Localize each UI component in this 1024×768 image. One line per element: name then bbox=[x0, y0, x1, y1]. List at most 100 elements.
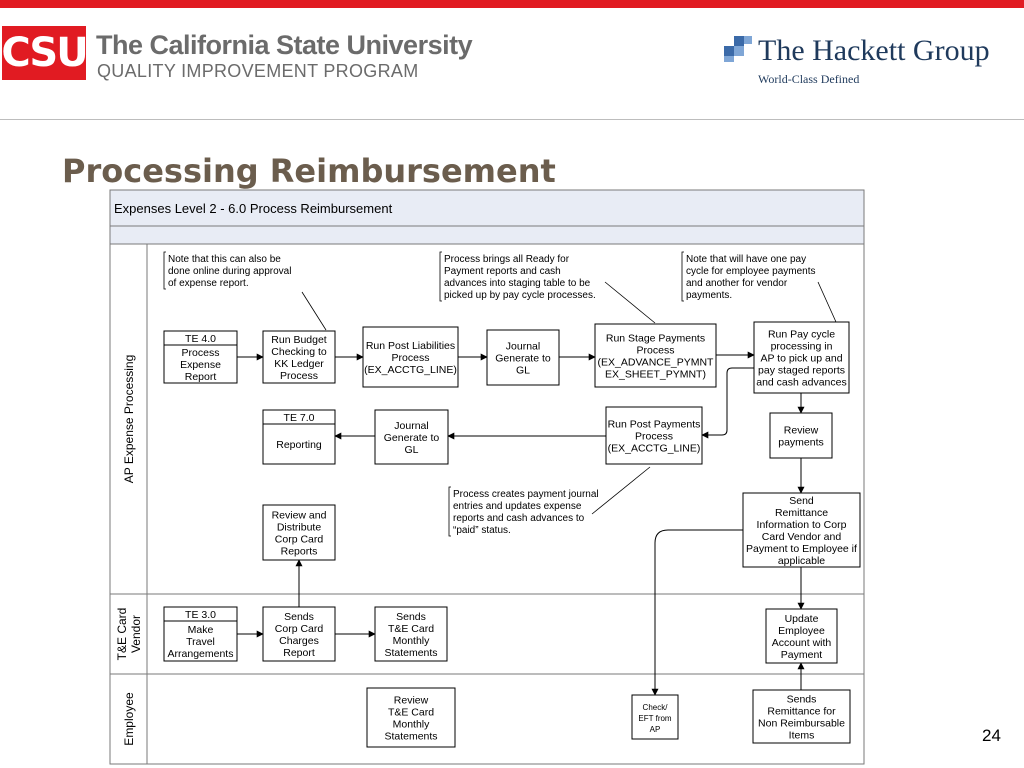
box-text: Non Reimbursable bbox=[758, 718, 845, 730]
box-code: TE 3.0 bbox=[185, 609, 216, 621]
box-text: Payment bbox=[781, 649, 823, 661]
box-text: Information to Corp bbox=[757, 519, 847, 531]
box-text: (EX_ADVANCE_PYMNT bbox=[598, 357, 715, 369]
box-text: KK Ledger bbox=[274, 358, 324, 370]
box-text: Distribute bbox=[277, 522, 322, 534]
box-text: Run Post Liabilities bbox=[366, 340, 455, 352]
box-text: Process bbox=[635, 431, 673, 443]
box-text: Card Vendor and bbox=[762, 531, 842, 543]
page-number: 24 bbox=[982, 726, 1001, 745]
box-text: Arrangements bbox=[168, 648, 234, 660]
box-text: Check/ bbox=[643, 703, 669, 712]
note-text: of expense report. bbox=[168, 278, 249, 289]
box-text: Items bbox=[789, 730, 815, 742]
note-text: and another for vendor bbox=[686, 278, 788, 289]
box-text: Update bbox=[785, 613, 819, 625]
note-text: “paid” status. bbox=[453, 525, 511, 536]
connectors bbox=[237, 351, 805, 696]
box-text: Send bbox=[789, 495, 814, 507]
arrow-remit-to-check bbox=[651, 529, 743, 696]
box-text: Process bbox=[182, 347, 220, 359]
box-text: Run Post Payments bbox=[608, 419, 701, 431]
box-text: Account with bbox=[772, 637, 832, 649]
note-text: Note that will have one pay bbox=[686, 254, 806, 265]
box-text: EFT from bbox=[638, 714, 672, 723]
box-text: Make bbox=[188, 624, 214, 636]
box-text: processing in bbox=[771, 341, 833, 353]
box-text: Review bbox=[394, 695, 429, 707]
box-text: Monthly bbox=[393, 635, 431, 647]
arrow-paycycle-to-postpay bbox=[701, 367, 754, 439]
box-text: Statements bbox=[384, 647, 437, 659]
process-box-postliab: Run Post LiabilitiesProcess(EX_ACCTG_LIN… bbox=[362, 326, 459, 388]
box-text: Corp Card bbox=[275, 623, 324, 635]
diagram-subheader bbox=[109, 225, 865, 245]
box-text: Process bbox=[392, 352, 430, 364]
box-text: payments bbox=[778, 437, 824, 449]
box-text: (EX_ACCTG_LINE) bbox=[608, 443, 701, 455]
note-leader bbox=[604, 281, 656, 324]
box-text: Sends bbox=[396, 611, 426, 623]
diagram-frame: Expenses Level 2 - 6.0 Process Reimburse… bbox=[109, 189, 865, 765]
note-text: entries and updates expense bbox=[453, 501, 582, 512]
note-text: Note that this can also be bbox=[168, 254, 281, 265]
note-leader bbox=[817, 281, 837, 323]
lane-label-tne: T&E Card bbox=[115, 608, 129, 661]
lane-label-ap: AP Expense Processing bbox=[122, 355, 136, 484]
box-text: pay staged reports bbox=[758, 365, 845, 377]
slide-title: Processing Reimbursement bbox=[62, 152, 556, 190]
box-text: Corp Card bbox=[275, 534, 324, 546]
box-text: applicable bbox=[778, 555, 825, 567]
box-text: Generate to bbox=[495, 353, 551, 365]
box-text: T&E Card bbox=[388, 623, 434, 635]
lane-label-tne: Vendor bbox=[129, 615, 143, 653]
box-text: GL bbox=[516, 365, 530, 377]
box-text: Travel bbox=[186, 636, 215, 648]
box-text: AP to pick up and bbox=[760, 353, 842, 365]
box-text: Review and bbox=[272, 510, 327, 522]
box-text: Journal bbox=[506, 341, 540, 353]
box-text: Process bbox=[637, 345, 675, 357]
box-text: (EX_ACCTG_LINE) bbox=[364, 364, 457, 376]
hackett-name: The Hackett Group bbox=[758, 34, 990, 67]
box-text: Report bbox=[185, 371, 217, 383]
box-text: and cash advances bbox=[756, 377, 846, 389]
note-text: Process brings all Ready for bbox=[444, 254, 570, 265]
box-text: Run Pay cycle bbox=[768, 329, 835, 341]
note-text: cycle for employee payments bbox=[686, 266, 816, 277]
box-text: Remittance bbox=[775, 507, 828, 519]
lane-label-emp: Employee bbox=[122, 692, 136, 746]
box-text: Review bbox=[784, 425, 819, 437]
box-text: Charges bbox=[279, 635, 319, 647]
csu-logo-icon: CSU bbox=[1, 26, 89, 80]
diagram-header bbox=[109, 189, 865, 227]
box-text: Payment to Employee if bbox=[746, 543, 857, 555]
hackett-tagline: World-Class Defined bbox=[758, 72, 860, 86]
box-text: Generate to bbox=[384, 432, 440, 444]
box-text: Reports bbox=[281, 546, 318, 558]
box-text: EX_SHEET_PYMNT) bbox=[605, 369, 706, 381]
note-text: payments. bbox=[686, 290, 732, 301]
box-text: Remittance for bbox=[767, 706, 836, 718]
box-text: Checking to bbox=[271, 346, 327, 358]
note-leader bbox=[301, 291, 327, 331]
note-text: Process creates payment journal bbox=[453, 489, 599, 500]
